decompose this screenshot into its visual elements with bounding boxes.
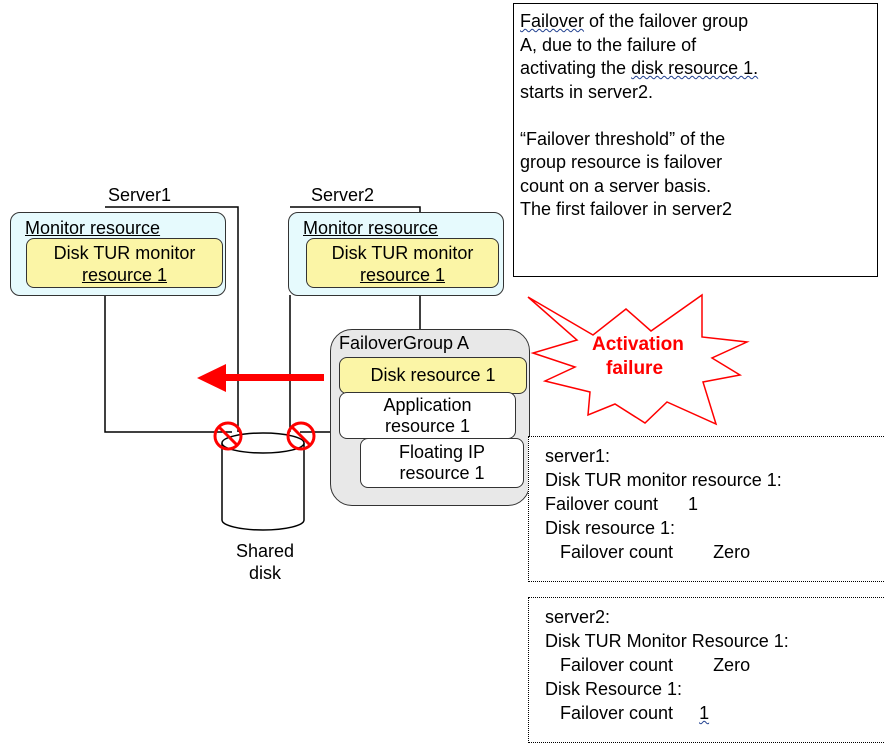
- count-line: server2:: [545, 607, 611, 627]
- server1-label: Server1: [108, 185, 172, 205]
- count-line: Disk TUR monitor resource 1:: [545, 470, 782, 490]
- count-line: Failover count Zero: [545, 542, 751, 562]
- burst-line: Activation: [592, 334, 684, 355]
- server1-monitor-resource: Monitor resource Disk TUR monitor resour…: [10, 212, 226, 296]
- activation-failure-text: Activation failure: [592, 333, 684, 381]
- note-line: starts in server2.: [520, 81, 654, 102]
- count-line: server1:: [545, 446, 611, 466]
- server2-count-box: server2: Disk TUR Monitor Resource 1: Fa…: [528, 597, 884, 743]
- disk-tur-line: resource 1: [81, 265, 168, 285]
- monitor-title: Monitor resource: [303, 218, 439, 238]
- note-line: group resource is failover: [520, 152, 723, 172]
- disk-resource-1: Disk resource 1: [339, 357, 527, 394]
- note-blank-line: [520, 104, 877, 128]
- server1-connection-lines: [104, 206, 239, 433]
- prohibition-icon-server1: [213, 421, 243, 451]
- note-failover-word: Failover: [520, 11, 585, 31]
- note-line: activating the: [520, 58, 627, 78]
- disk-tur-line: Disk TUR monitor: [53, 243, 196, 263]
- failover-note: Failover of the failover group A, due to…: [513, 3, 878, 277]
- note-line: count on a server basis.: [520, 175, 712, 196]
- prohibition-icon-server2: [286, 421, 316, 451]
- count-line: Disk TUR Monitor Resource 1:: [545, 631, 789, 651]
- failover-arrow-icon: [197, 364, 324, 392]
- resource-line: resource 1: [399, 463, 485, 483]
- server1-disk-tur-monitor: Disk TUR monitor resource 1: [26, 238, 223, 288]
- shared-disk-line: Shared: [235, 541, 295, 561]
- floating-ip-resource-1: Floating IP resource 1: [360, 438, 524, 488]
- activation-failure-burst-icon: [527, 293, 750, 426]
- server2-disk-tur-monitor: Disk TUR monitor resource 1: [306, 238, 499, 288]
- disk-tur-line: Disk TUR monitor: [331, 243, 474, 263]
- shared-disk-line: disk: [248, 563, 281, 583]
- resource-line: resource 1: [384, 416, 471, 436]
- resource-line: Floating IP: [398, 442, 486, 462]
- note-line: of the failover group: [589, 11, 749, 31]
- shared-disk-label: Shared disk: [224, 540, 306, 584]
- server2-label: Server2: [311, 185, 375, 205]
- count-line: Disk resource 1:: [545, 518, 676, 538]
- count-line: Failover count: [545, 703, 674, 723]
- failover-group-title: FailoverGroup A: [339, 333, 470, 353]
- burst-line: failure: [606, 358, 664, 379]
- server2-disk-failover-value: 1: [699, 703, 710, 723]
- application-resource-1: Application resource 1: [339, 392, 516, 439]
- count-line: Disk Resource 1:: [545, 679, 683, 699]
- resource-line: Application: [383, 395, 472, 415]
- note-disk-word: disk resource 1.: [631, 58, 759, 78]
- server1-count-box: server1: Disk TUR monitor resource 1: Fa…: [528, 436, 884, 582]
- note-line: The first failover in server2: [520, 199, 733, 219]
- monitor-title: Monitor resource: [25, 218, 161, 238]
- note-line: A, due to the failure of: [520, 34, 697, 55]
- server2-monitor-resource: Monitor resource Disk TUR monitor resour…: [288, 212, 504, 296]
- count-line: Failover count Zero: [545, 655, 751, 675]
- disk-tur-line: resource 1: [359, 265, 446, 285]
- count-line: Failover count 1: [545, 494, 699, 514]
- shared-disk-icon: [221, 432, 305, 531]
- note-line: “Failover threshold” of the: [520, 128, 726, 149]
